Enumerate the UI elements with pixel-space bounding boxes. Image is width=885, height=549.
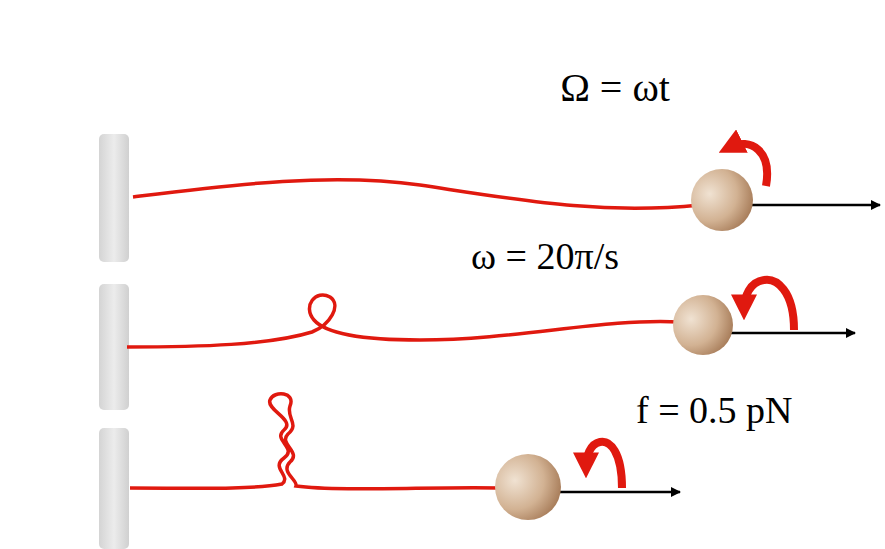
wall	[99, 284, 129, 410]
filament	[127, 295, 680, 347]
wall	[99, 428, 129, 549]
filament	[133, 180, 700, 209]
rotation-arrow	[744, 280, 794, 330]
formula-label: ω = 20π/s	[471, 236, 619, 278]
bead	[673, 295, 733, 355]
formula-label: Ω = ωt	[560, 66, 670, 110]
rotation-arrow	[728, 144, 767, 186]
bead	[691, 169, 753, 231]
rotation-arrow	[586, 442, 622, 488]
force-arrow	[752, 204, 880, 207]
filament	[130, 394, 505, 489]
force-arrow	[730, 332, 855, 335]
wall	[99, 134, 129, 262]
formula-label: f = 0.5 pN	[636, 390, 793, 432]
force-arrow	[556, 491, 680, 494]
bead	[495, 454, 561, 520]
